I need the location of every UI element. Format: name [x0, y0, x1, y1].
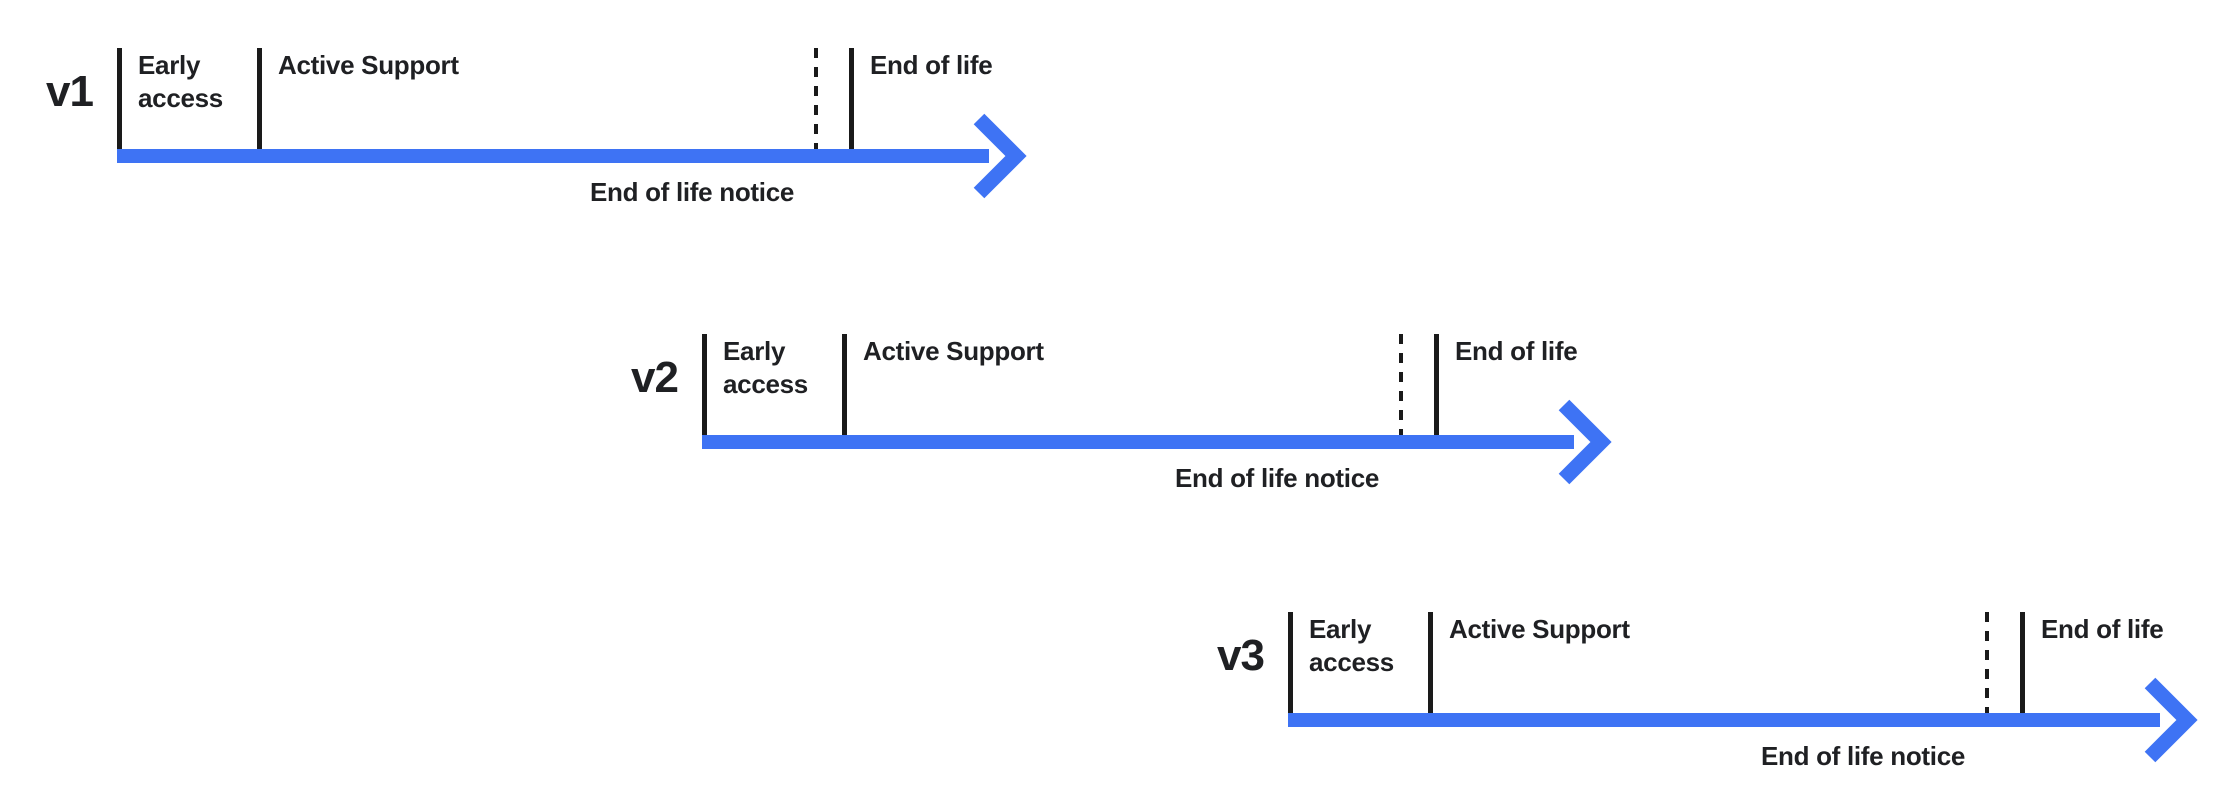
timeline-arrow-icon [702, 399, 1612, 485]
active-support-label: Active Support [1449, 614, 1630, 644]
early-access-label: Early access [723, 336, 808, 399]
early-access-label: Early access [1309, 614, 1394, 677]
end-of-life-label: End of life [2041, 614, 2164, 644]
active-support-start-tick [842, 334, 847, 436]
end-of-life-notice-dashed-tick [1399, 334, 1403, 436]
end-of-life-label: End of life [870, 50, 993, 80]
version-label: v1 [46, 67, 94, 116]
end-of-life-notice-label: End of life notice [589, 177, 795, 207]
end-of-life-start-tick [849, 48, 854, 150]
timeline-arrow-icon [117, 113, 1027, 199]
timeline-arrow-icon [1288, 677, 2198, 763]
early-access-label: Early access [138, 50, 223, 113]
version-label: v3 [1217, 631, 1265, 680]
end-of-life-label: End of life [1455, 336, 1578, 366]
active-support-start-tick [257, 48, 262, 150]
version-label: v2 [631, 353, 679, 402]
end-of-life-notice-dashed-tick [1985, 612, 1989, 714]
active-support-start-tick [1428, 612, 1433, 714]
early-access-start-tick [117, 48, 122, 150]
timeline-v1: v1 Early access Active Support End of li… [17, 48, 1049, 226]
end-of-life-start-tick [2020, 612, 2025, 714]
active-support-label: Active Support [278, 50, 459, 80]
timeline-v2: v2 Early access Active Support End of li… [602, 334, 1634, 512]
timeline-v3: v3 Early access Active Support End of li… [1188, 612, 2220, 790]
early-access-start-tick [1288, 612, 1293, 714]
end-of-life-notice-dashed-tick [814, 48, 818, 150]
active-support-label: Active Support [863, 336, 1044, 366]
end-of-life-start-tick [1434, 334, 1439, 436]
end-of-life-notice-label: End of life notice [1760, 741, 1966, 771]
end-of-life-notice-label: End of life notice [1174, 463, 1380, 493]
early-access-start-tick [702, 334, 707, 436]
